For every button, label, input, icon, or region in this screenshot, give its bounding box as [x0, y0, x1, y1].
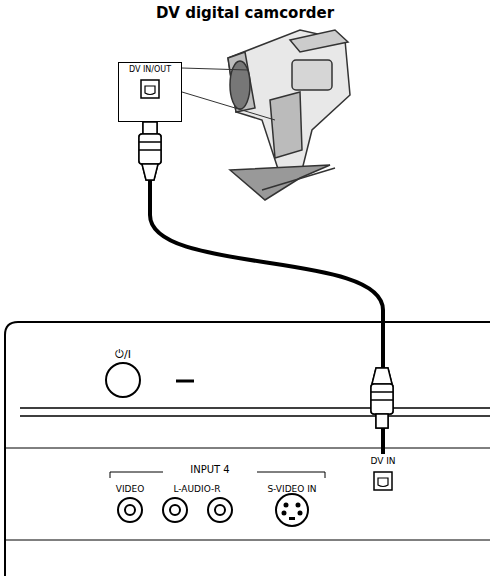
dv-plug — [139, 122, 161, 180]
jack-label: DV IN — [364, 457, 402, 466]
port-box: DV IN/OUT — [118, 62, 182, 122]
dv-in-jack: DV IN — [362, 454, 404, 502]
recorder-panel — [5, 322, 490, 576]
group-label: INPUT 4 — [187, 464, 232, 475]
dv-plug — [371, 368, 393, 428]
diagram-title: DV digital camcorder — [156, 4, 334, 22]
dv-plug — [139, 122, 161, 180]
port-icon — [372, 470, 394, 492]
jack-label: VIDEO — [116, 484, 145, 494]
power-label: ⏻/I — [115, 348, 131, 361]
dv-cable — [150, 122, 383, 454]
dv-cable-line — [150, 122, 383, 454]
camcorder — [182, 30, 350, 200]
plug-overlay — [139, 122, 393, 428]
jack-label: L-AUDIO-R — [173, 484, 220, 494]
jack-label: S-VIDEO IN — [267, 484, 316, 494]
port-icon — [139, 78, 161, 100]
port-label: DV IN/OUT — [128, 66, 172, 74]
dv-plug — [371, 368, 393, 428]
